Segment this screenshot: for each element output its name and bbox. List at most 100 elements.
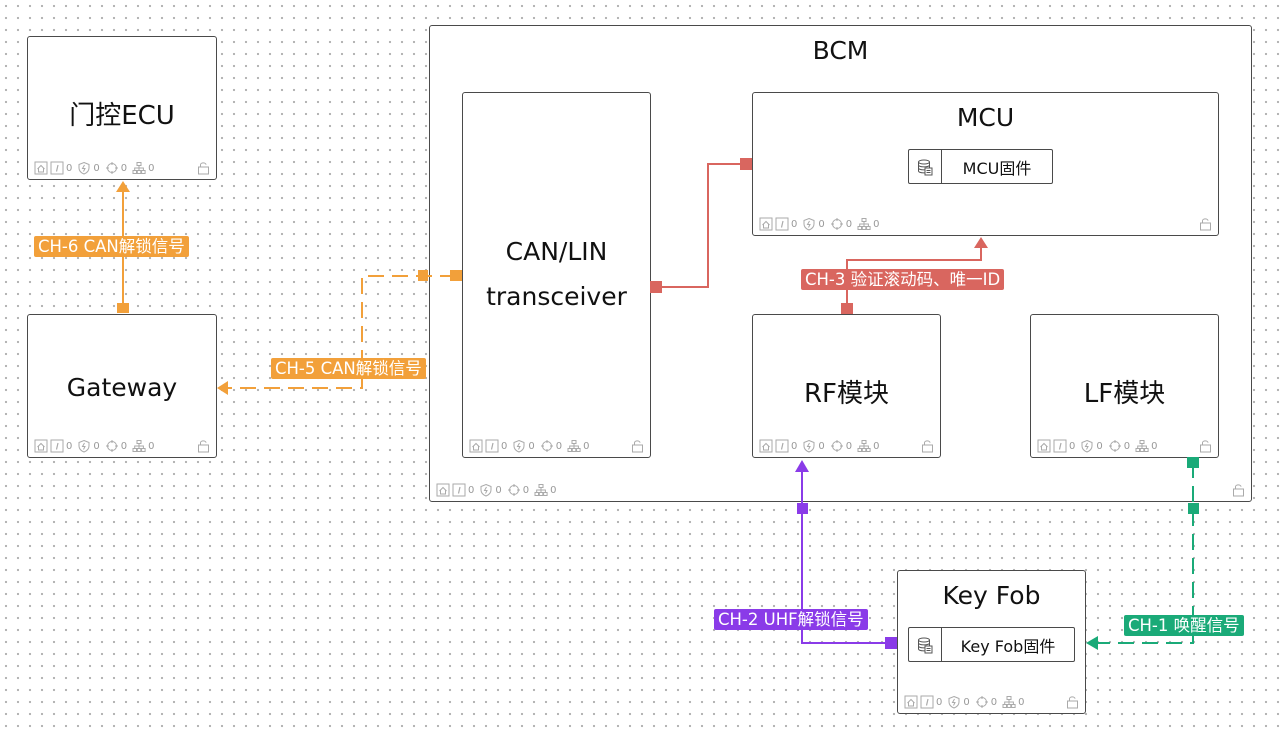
lock-icon <box>1067 696 1078 709</box>
hierarchy-icon <box>534 484 548 496</box>
target-count: 0 <box>1123 440 1131 452</box>
key-fob-title: Key Fob <box>942 581 1041 610</box>
door-ecu-node[interactable]: 门控ECU 0 0 0 0 <box>27 36 217 180</box>
node-footer: 0 0 0 0 <box>34 438 158 454</box>
transceiver-title-line2: transceiver <box>486 282 627 311</box>
home-icon <box>759 217 773 231</box>
info-icon <box>50 439 64 453</box>
mcu-node[interactable]: MCU MCU固件 0 0 0 0 <box>752 92 1219 236</box>
target-icon <box>105 439 119 453</box>
shield-count: 0 <box>528 440 535 452</box>
shield-icon <box>78 440 90 453</box>
home-icon <box>759 439 773 453</box>
info-count: 0 <box>66 440 73 452</box>
info-icon <box>920 695 934 709</box>
rf-module-node[interactable]: RF模块 0 0 0 0 <box>752 314 941 458</box>
door-ecu-title: 门控ECU <box>69 101 175 131</box>
key-fob-firmware-item[interactable]: Key Fob固件 <box>908 627 1075 662</box>
edge-label-ch5[interactable]: CH-5 CAN解锁信号 <box>271 358 426 379</box>
info-icon <box>1053 439 1067 453</box>
info-count: 0 <box>468 484 475 496</box>
node-footer: 0 0 0 0 <box>469 438 593 454</box>
info-count: 0 <box>501 440 508 452</box>
mcu-firmware-item[interactable]: MCU固件 <box>908 149 1053 184</box>
info-count: 0 <box>936 696 943 708</box>
hierarchy-icon <box>1002 696 1016 708</box>
hierarchy-icon <box>857 218 871 230</box>
home-icon <box>436 483 450 497</box>
lock-icon <box>632 440 643 453</box>
hierarchy-count: 0 <box>1151 440 1158 452</box>
info-icon <box>50 161 64 175</box>
home-icon <box>34 161 48 175</box>
node-footer: 0 0 0 0 <box>1037 438 1161 454</box>
bcm-title: BCM <box>812 36 869 65</box>
shield-count: 0 <box>818 218 825 230</box>
shield-icon <box>948 696 960 709</box>
info-icon <box>485 439 499 453</box>
target-icon <box>830 439 844 453</box>
edge-label-ch6[interactable]: CH-6 CAN解锁信号 <box>34 236 189 257</box>
lock-icon <box>198 162 209 175</box>
target-icon <box>975 695 989 709</box>
home-icon <box>1037 439 1051 453</box>
transceiver-node[interactable]: CAN/LIN transceiver 0 0 0 0 <box>462 92 651 458</box>
node-footer: 0 0 0 0 <box>34 160 158 176</box>
info-count: 0 <box>66 162 73 174</box>
edge-label-ch3[interactable]: CH-3 验证滚动码、唯一ID <box>801 269 1005 290</box>
home-icon <box>469 439 483 453</box>
shield-count: 0 <box>818 440 825 452</box>
home-icon <box>904 695 918 709</box>
shield-count: 0 <box>495 484 502 496</box>
target-icon <box>507 483 521 497</box>
lf-module-node[interactable]: LF模块 0 0 0 0 <box>1030 314 1219 458</box>
gateway-title: Gateway <box>66 373 178 402</box>
shield-icon <box>480 484 492 497</box>
shield-icon <box>803 440 815 453</box>
info-icon <box>452 483 466 497</box>
shield-count: 0 <box>963 696 970 708</box>
hierarchy-count: 0 <box>873 440 880 452</box>
home-icon <box>34 439 48 453</box>
shield-icon <box>1081 440 1093 453</box>
hierarchy-icon <box>132 440 146 452</box>
shield-icon <box>513 440 525 453</box>
hierarchy-count: 0 <box>873 218 880 230</box>
key-fob-node[interactable]: Key Fob Key Fob固件 0 0 0 0 <box>897 570 1086 714</box>
hierarchy-count: 0 <box>583 440 590 452</box>
info-count: 0 <box>791 440 798 452</box>
info-icon <box>775 217 789 231</box>
edge-label-ch2[interactable]: CH-2 UHF解锁信号 <box>714 609 868 630</box>
lf-module-title: LF模块 <box>1083 379 1166 409</box>
info-icon <box>775 439 789 453</box>
hierarchy-count: 0 <box>550 484 557 496</box>
node-footer: 0 0 0 0 <box>759 216 883 232</box>
shield-count: 0 <box>93 162 100 174</box>
target-count: 0 <box>555 440 563 452</box>
target-icon <box>540 439 554 453</box>
shield-icon <box>803 218 815 231</box>
shield-count: 0 <box>93 440 100 452</box>
lock-icon <box>1233 484 1244 497</box>
node-footer: 0 0 0 0 <box>904 694 1028 710</box>
key-fob-firmware-label: Key Fob固件 <box>960 636 1056 656</box>
info-count: 0 <box>1069 440 1076 452</box>
hierarchy-icon <box>567 440 581 452</box>
database-icon <box>909 628 942 661</box>
hierarchy-icon <box>1135 440 1149 452</box>
target-icon <box>830 217 844 231</box>
mcu-title: MCU <box>956 103 1015 132</box>
target-count: 0 <box>845 440 853 452</box>
lock-icon <box>198 440 209 453</box>
target-count: 0 <box>845 218 853 230</box>
database-icon <box>909 150 942 183</box>
node-footer: 0 0 0 0 <box>436 482 560 498</box>
target-count: 0 <box>990 696 998 708</box>
target-icon <box>105 161 119 175</box>
gateway-node[interactable]: Gateway 0 0 0 0 <box>27 314 217 458</box>
edge-label-ch1[interactable]: CH-1 唤醒信号 <box>1124 615 1244 636</box>
lock-icon <box>1200 440 1211 453</box>
target-icon <box>1108 439 1122 453</box>
target-count: 0 <box>120 440 128 452</box>
target-count: 0 <box>120 162 128 174</box>
